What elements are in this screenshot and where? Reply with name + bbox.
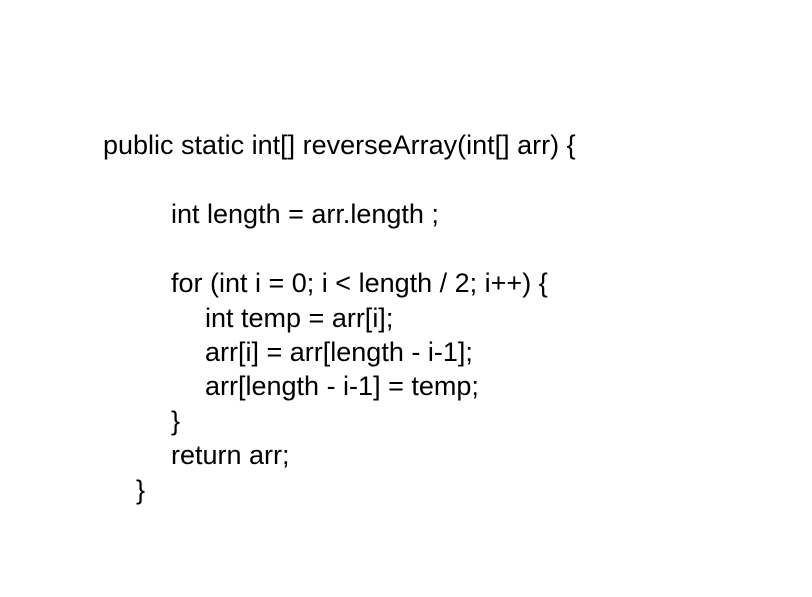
code-line-for-loop: for (int i = 0; i < length / 2; i++) { [171,268,548,298]
code-line-method-close: } [136,475,146,505]
code-line-loop-close: } [171,406,181,436]
code-line-swap-first: arr[i] = arr[length - i-1]; [205,337,473,367]
code-line-length-declaration: int length = arr.length ; [171,199,439,229]
code-line-swap-second: arr[length - i-1] = temp; [205,371,479,401]
code-line-return: return arr; [171,440,290,470]
code-line-temp-assignment: int temp = arr[i]; [205,303,394,333]
code-line-method-signature: public static int[] reverseArray(int[] a… [103,130,576,160]
